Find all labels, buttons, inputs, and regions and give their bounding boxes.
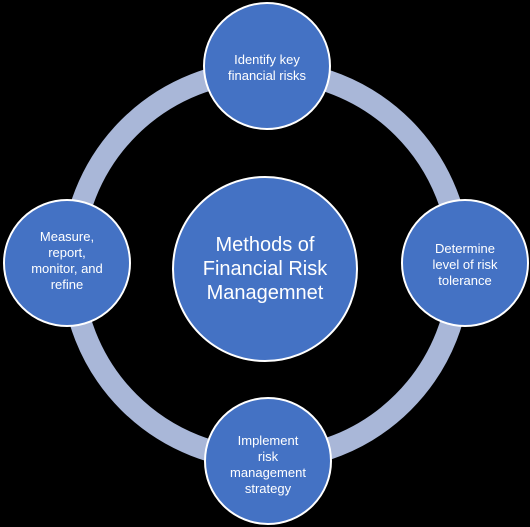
node-measure-refine-label: Measure, report, monitor, and refine (31, 229, 103, 292)
node-identify-risks-label: Identify key financial risks (227, 52, 307, 83)
node-determine-tolerance: Determine level of risk tolerance (401, 199, 529, 327)
center-node: Methods of Financial Risk Managemnet (172, 176, 358, 362)
node-implement-strategy-label: Implement risk management strategy (230, 433, 306, 496)
node-measure-refine: Measure, report, monitor, and refine (3, 199, 131, 327)
center-title: Methods of Financial Risk Managemnet (202, 234, 328, 304)
node-determine-tolerance-label: Determine level of risk tolerance (432, 241, 498, 288)
node-implement-strategy: Implement risk management strategy (204, 397, 332, 525)
node-identify-risks: Identify key financial risks (203, 2, 331, 130)
